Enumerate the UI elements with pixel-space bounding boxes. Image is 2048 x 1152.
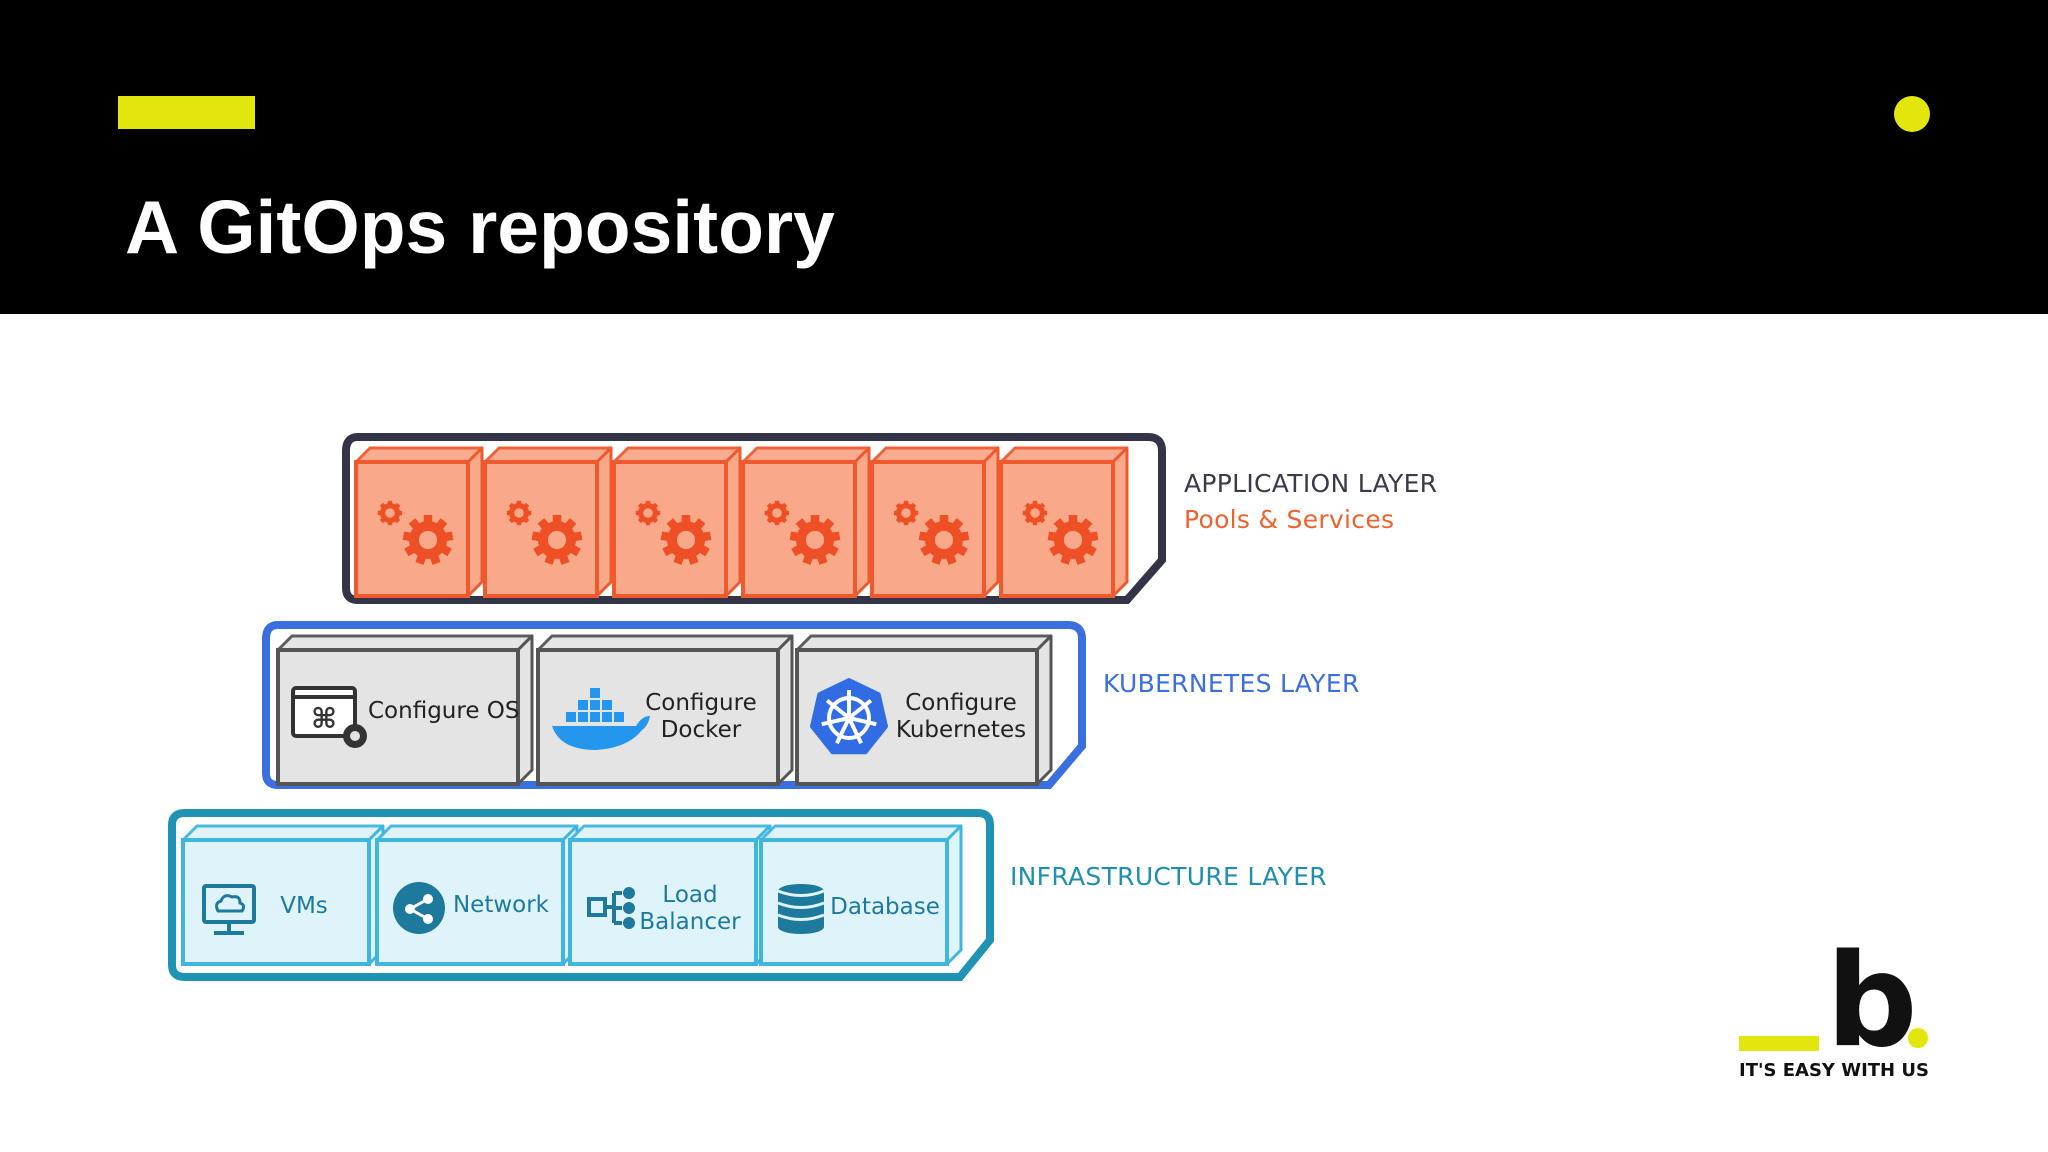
gears-icon bbox=[377, 500, 454, 565]
app-service-block bbox=[999, 446, 1129, 598]
app-service-block bbox=[483, 446, 613, 598]
network-label: Network bbox=[449, 892, 553, 919]
large-gear-icon bbox=[1047, 515, 1099, 565]
configure-kubernetes-label: Configure Kubernetes bbox=[888, 690, 1034, 744]
configure-os-label: Configure OS bbox=[368, 698, 520, 725]
network-text: Network bbox=[452, 892, 550, 918]
gears-icon bbox=[506, 500, 583, 565]
app-service-block bbox=[354, 446, 484, 598]
infrastructure-layer-label: INFRASTRUCTURE LAYER bbox=[1010, 862, 1327, 891]
database-icon bbox=[777, 884, 825, 934]
monitor-cloud-icon bbox=[202, 884, 256, 935]
gears-icon bbox=[764, 500, 841, 565]
kubernetes-layer: ⌘ bbox=[262, 621, 1086, 789]
infrastructure-block bbox=[375, 824, 579, 966]
slide-title: A GitOps repository bbox=[125, 185, 835, 269]
configure-kubernetes-line2: Kubernetes bbox=[895, 717, 1027, 743]
svg-text:⌘: ⌘ bbox=[311, 702, 337, 735]
configure-docker-label: Configure Docker bbox=[636, 690, 766, 744]
kubernetes-layer-label: KUBERNETES LAYER bbox=[1103, 669, 1360, 698]
app-service-block bbox=[870, 446, 1000, 598]
small-gear-icon bbox=[1022, 500, 1048, 526]
database-text: Database bbox=[830, 894, 940, 920]
configure-docker-line1: Configure bbox=[645, 690, 757, 716]
small-gear-icon bbox=[893, 500, 919, 526]
large-gear-icon bbox=[789, 515, 841, 565]
gears-icon bbox=[893, 500, 970, 565]
logo-tagline: IT'S EASY WITH US bbox=[1739, 1060, 1929, 1081]
vms-label: VMs bbox=[272, 893, 336, 920]
small-gear-icon bbox=[635, 500, 661, 526]
application-layer bbox=[342, 433, 1166, 604]
vms-text: VMs bbox=[280, 893, 328, 919]
slide-header bbox=[0, 0, 2048, 314]
configure-os-text: Configure OS bbox=[368, 698, 520, 724]
app-service-block bbox=[612, 446, 742, 598]
configure-docker-line2: Docker bbox=[660, 717, 742, 743]
accent-bar bbox=[118, 96, 255, 129]
database-label: Database bbox=[830, 894, 940, 921]
load-balancer-line1: Load bbox=[662, 882, 718, 908]
docker-whale-icon bbox=[552, 688, 650, 750]
application-layer-label: APPLICATION LAYER bbox=[1184, 469, 1438, 498]
large-gear-icon bbox=[531, 515, 583, 565]
large-gear-icon bbox=[918, 515, 970, 565]
kubernetes-helm-icon bbox=[810, 678, 888, 755]
load-balancer-line2: Balancer bbox=[639, 909, 741, 935]
gears-icon bbox=[1022, 500, 1099, 565]
configure-kubernetes-line1: Configure bbox=[905, 690, 1017, 716]
load-balancer-icon bbox=[587, 887, 635, 929]
gears-icon bbox=[635, 500, 712, 565]
small-gear-icon bbox=[506, 500, 532, 526]
small-gear-icon bbox=[377, 500, 403, 526]
large-gear-icon bbox=[402, 515, 454, 565]
app-service-block bbox=[741, 446, 871, 598]
load-balancer-label: Load Balancer bbox=[636, 882, 744, 936]
application-layer-sublabel: Pools & Services bbox=[1184, 505, 1395, 534]
terminal-gear-icon: ⌘ bbox=[291, 686, 367, 748]
logo-letter: b bbox=[1826, 927, 1918, 1076]
accent-dot bbox=[1894, 96, 1930, 132]
small-gear-icon bbox=[764, 500, 790, 526]
logo-dot bbox=[1908, 1028, 1928, 1048]
large-gear-icon bbox=[660, 515, 712, 565]
share-network-icon bbox=[393, 882, 445, 934]
logo-bar bbox=[1739, 1036, 1819, 1051]
infrastructure-layer bbox=[168, 809, 994, 981]
